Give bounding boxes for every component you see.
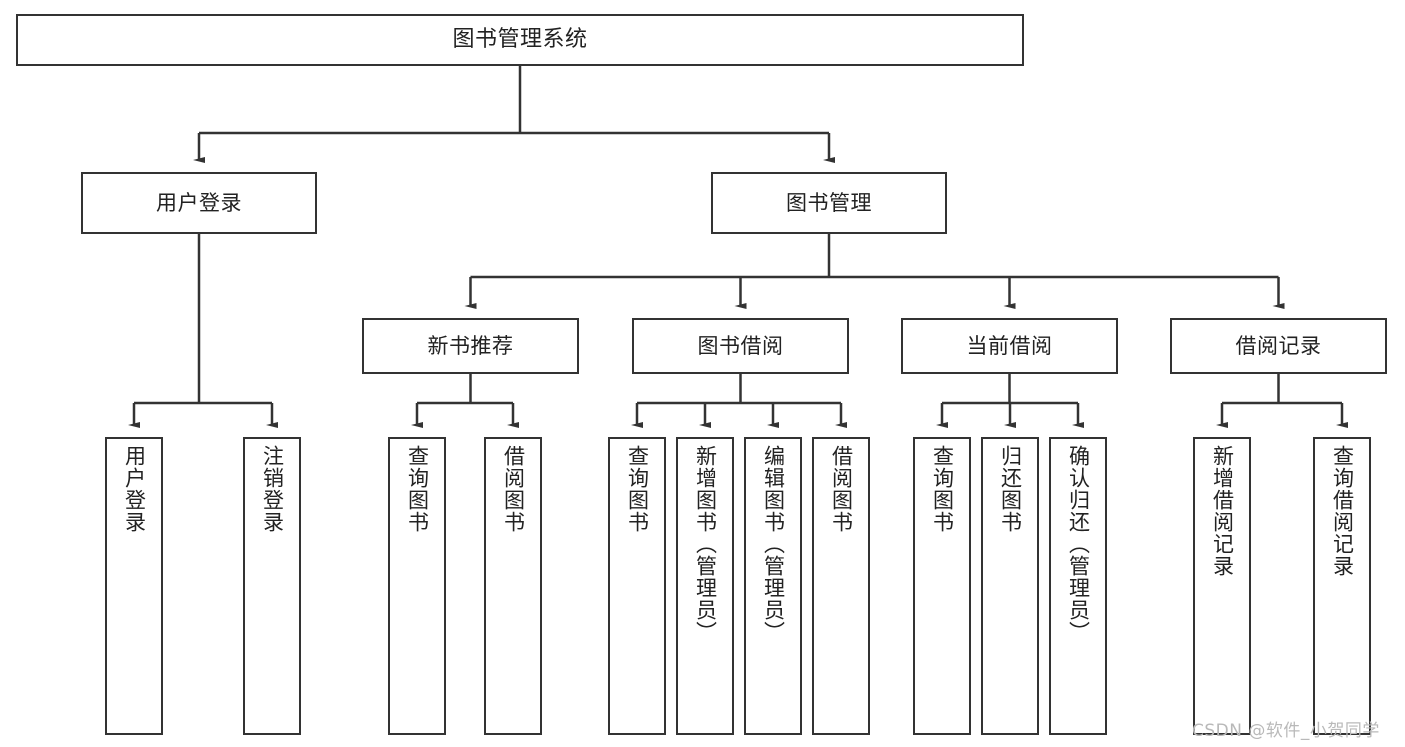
node-leaf-query-record[interactable]: 查询借阅记录	[1313, 437, 1371, 735]
node-leaf-logout-login[interactable]: 注销登录	[243, 437, 301, 735]
node-borrow-record[interactable]: 借阅记录	[1170, 318, 1387, 374]
node-current-borrow-label: 当前借阅	[966, 333, 1053, 358]
node-leaf-add-book[interactable]: 新增图书（管理员）	[676, 437, 734, 735]
node-leaf-edit-book[interactable]: 编辑图书（管理员）	[744, 437, 802, 735]
node-leaf-borrow-book-1-label: 借阅图书	[501, 445, 526, 533]
node-book-borrow-label: 图书借阅	[697, 333, 784, 358]
node-current-borrow[interactable]: 当前借阅	[901, 318, 1118, 374]
node-book-management-label: 图书管理	[786, 190, 872, 215]
node-leaf-query-record-label: 查询借阅记录	[1330, 445, 1355, 577]
node-new-book-recommend-label: 新书推荐	[427, 333, 514, 358]
node-user-login[interactable]: 用户登录	[81, 172, 317, 234]
node-leaf-confirm-return-label: 确认归还（管理员）	[1066, 445, 1091, 643]
node-leaf-logout-login-label: 注销登录	[260, 445, 285, 533]
node-root-system-label: 图书管理系统	[452, 26, 588, 52]
node-new-book-recommend[interactable]: 新书推荐	[362, 318, 579, 374]
node-leaf-query-book-3-label: 查询图书	[930, 445, 955, 533]
node-leaf-user-login-label: 用户登录	[122, 445, 147, 533]
node-leaf-borrow-book-2-label: 借阅图书	[829, 445, 854, 533]
node-leaf-return-book-label: 归还图书	[998, 445, 1023, 533]
watermark-text: CSDN @软件_小贺同学	[1192, 721, 1380, 741]
node-leaf-add-book-label: 新增图书（管理员）	[693, 445, 718, 643]
node-book-management[interactable]: 图书管理	[711, 172, 947, 234]
node-leaf-query-book-1[interactable]: 查询图书	[388, 437, 446, 735]
node-leaf-query-book-2-label: 查询图书	[625, 445, 650, 533]
node-leaf-user-login[interactable]: 用户登录	[105, 437, 163, 735]
node-leaf-confirm-return[interactable]: 确认归还（管理员）	[1049, 437, 1107, 735]
node-book-borrow[interactable]: 图书借阅	[632, 318, 849, 374]
node-leaf-borrow-book-1[interactable]: 借阅图书	[484, 437, 542, 735]
node-leaf-borrow-book-2[interactable]: 借阅图书	[812, 437, 870, 735]
node-leaf-edit-book-label: 编辑图书（管理员）	[761, 445, 786, 643]
node-leaf-query-book-2[interactable]: 查询图书	[608, 437, 666, 735]
node-leaf-add-record-label: 新增借阅记录	[1210, 445, 1235, 577]
node-leaf-add-record[interactable]: 新增借阅记录	[1193, 437, 1251, 735]
node-user-login-label: 用户登录	[156, 190, 242, 215]
node-root-system[interactable]: 图书管理系统	[16, 14, 1024, 66]
node-leaf-return-book[interactable]: 归还图书	[981, 437, 1039, 735]
node-leaf-query-book-3[interactable]: 查询图书	[913, 437, 971, 735]
node-borrow-record-label: 借阅记录	[1235, 333, 1322, 358]
node-leaf-query-book-1-label: 查询图书	[405, 445, 430, 533]
